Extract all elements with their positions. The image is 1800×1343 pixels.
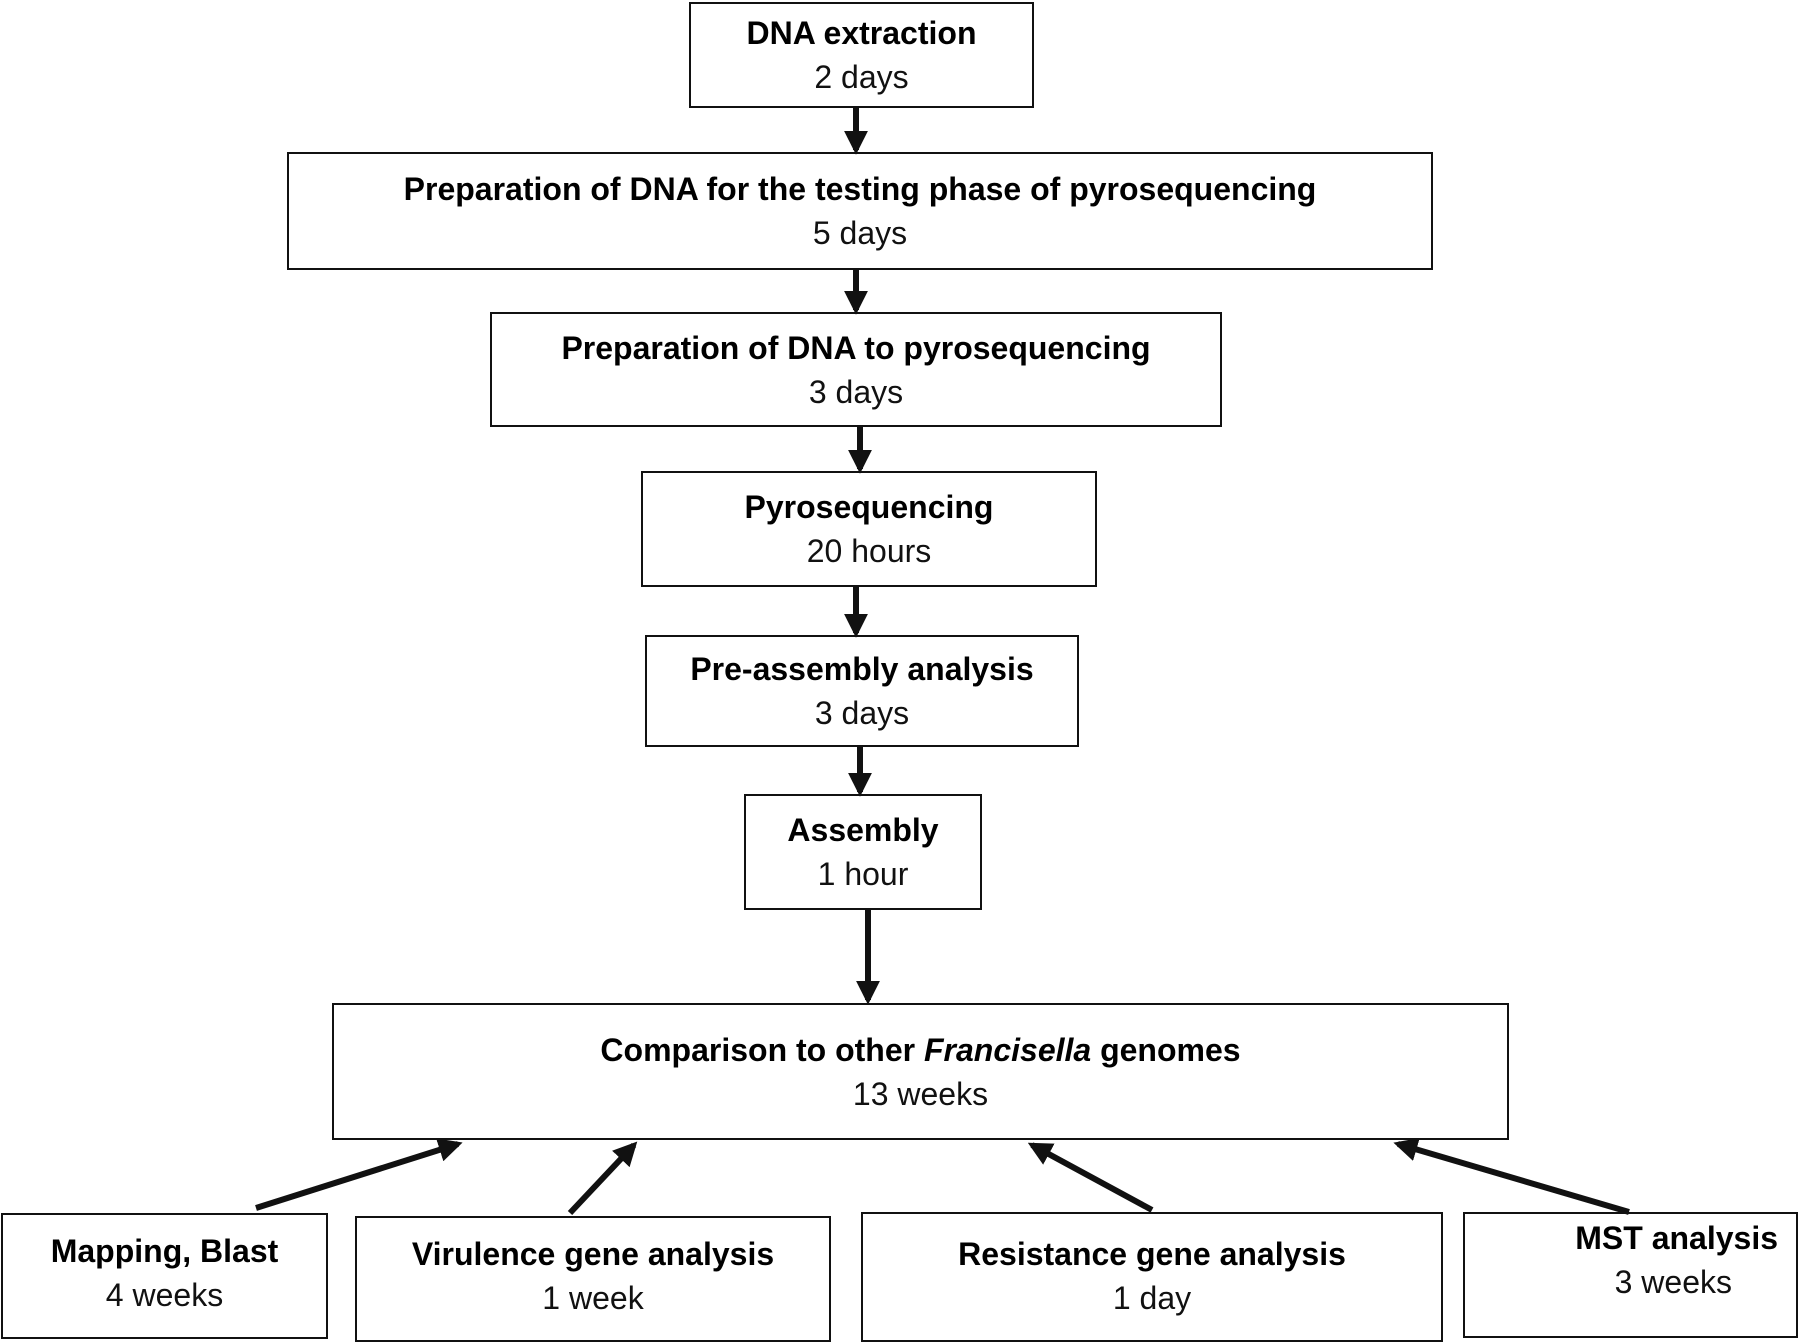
step-duration: 3 days xyxy=(814,695,910,731)
comparison-title-genus: Francisella xyxy=(923,1031,1092,1068)
step-title: Assembly xyxy=(787,812,939,848)
analysis-title: Virulence gene analysis xyxy=(411,1236,775,1272)
analysis-duration: 4 weeks xyxy=(105,1277,224,1313)
arrow-virulence-to-comparison xyxy=(567,1141,638,1216)
step-prep-pyro: Preparation of DNA to pyrosequencing 3 d… xyxy=(490,312,1222,427)
step-title: Pre-assembly analysis xyxy=(690,651,1034,687)
analysis-title: Mapping, Blast xyxy=(50,1233,279,1269)
analysis-title: Resistance gene analysis xyxy=(958,1236,1346,1272)
step-duration: 1 hour xyxy=(817,856,909,892)
step-pyrosequencing: Pyrosequencing 20 hours xyxy=(641,471,1097,587)
analysis-virulence: Virulence gene analysis 1 week xyxy=(355,1216,831,1342)
arrow-mapping-to-comparison xyxy=(255,1138,463,1211)
analysis-duration: 1 day xyxy=(1112,1280,1192,1316)
arrow-resistance-to-comparison xyxy=(1027,1142,1154,1213)
step-duration: 3 days xyxy=(808,373,904,410)
arrow-mst-to-comparison xyxy=(1393,1137,1630,1215)
step-title: Preparation of DNA to pyrosequencing xyxy=(561,329,1151,366)
step-pre-assembly: Pre-assembly analysis 3 days xyxy=(645,635,1079,747)
comparison-title: Comparison to other Francisella genomes xyxy=(600,1028,1240,1072)
step-duration: 20 hours xyxy=(806,533,932,569)
analysis-resistance: Resistance gene analysis 1 day xyxy=(861,1212,1443,1342)
step-prep-testing: Preparation of DNA for the testing phase… xyxy=(287,152,1433,270)
step-title: Pyrosequencing xyxy=(744,489,994,525)
step-duration: 5 days xyxy=(812,215,908,251)
analysis-duration: 3 weeks xyxy=(1614,1264,1732,1300)
comparison-title-prefix: Comparison to other xyxy=(600,1031,924,1068)
step-duration: 13 weeks xyxy=(852,1075,989,1112)
step-title: DNA extraction xyxy=(746,15,977,51)
analysis-mst: MST analysis 3 weeks xyxy=(1463,1212,1798,1338)
step-assembly: Assembly 1 hour xyxy=(744,794,982,910)
step-dna-extraction: DNA extraction 2 days xyxy=(689,2,1034,108)
analysis-duration: 1 week xyxy=(542,1280,644,1316)
step-title: Preparation of DNA for the testing phase… xyxy=(403,171,1317,207)
step-duration: 2 days xyxy=(814,59,909,95)
analysis-title: MST analysis xyxy=(1575,1220,1778,1256)
analysis-mapping-blast: Mapping, Blast 4 weeks xyxy=(1,1213,328,1339)
comparison-title-suffix: genomes xyxy=(1091,1031,1241,1068)
step-comparison: Comparison to other Francisella genomes … xyxy=(332,1003,1509,1140)
